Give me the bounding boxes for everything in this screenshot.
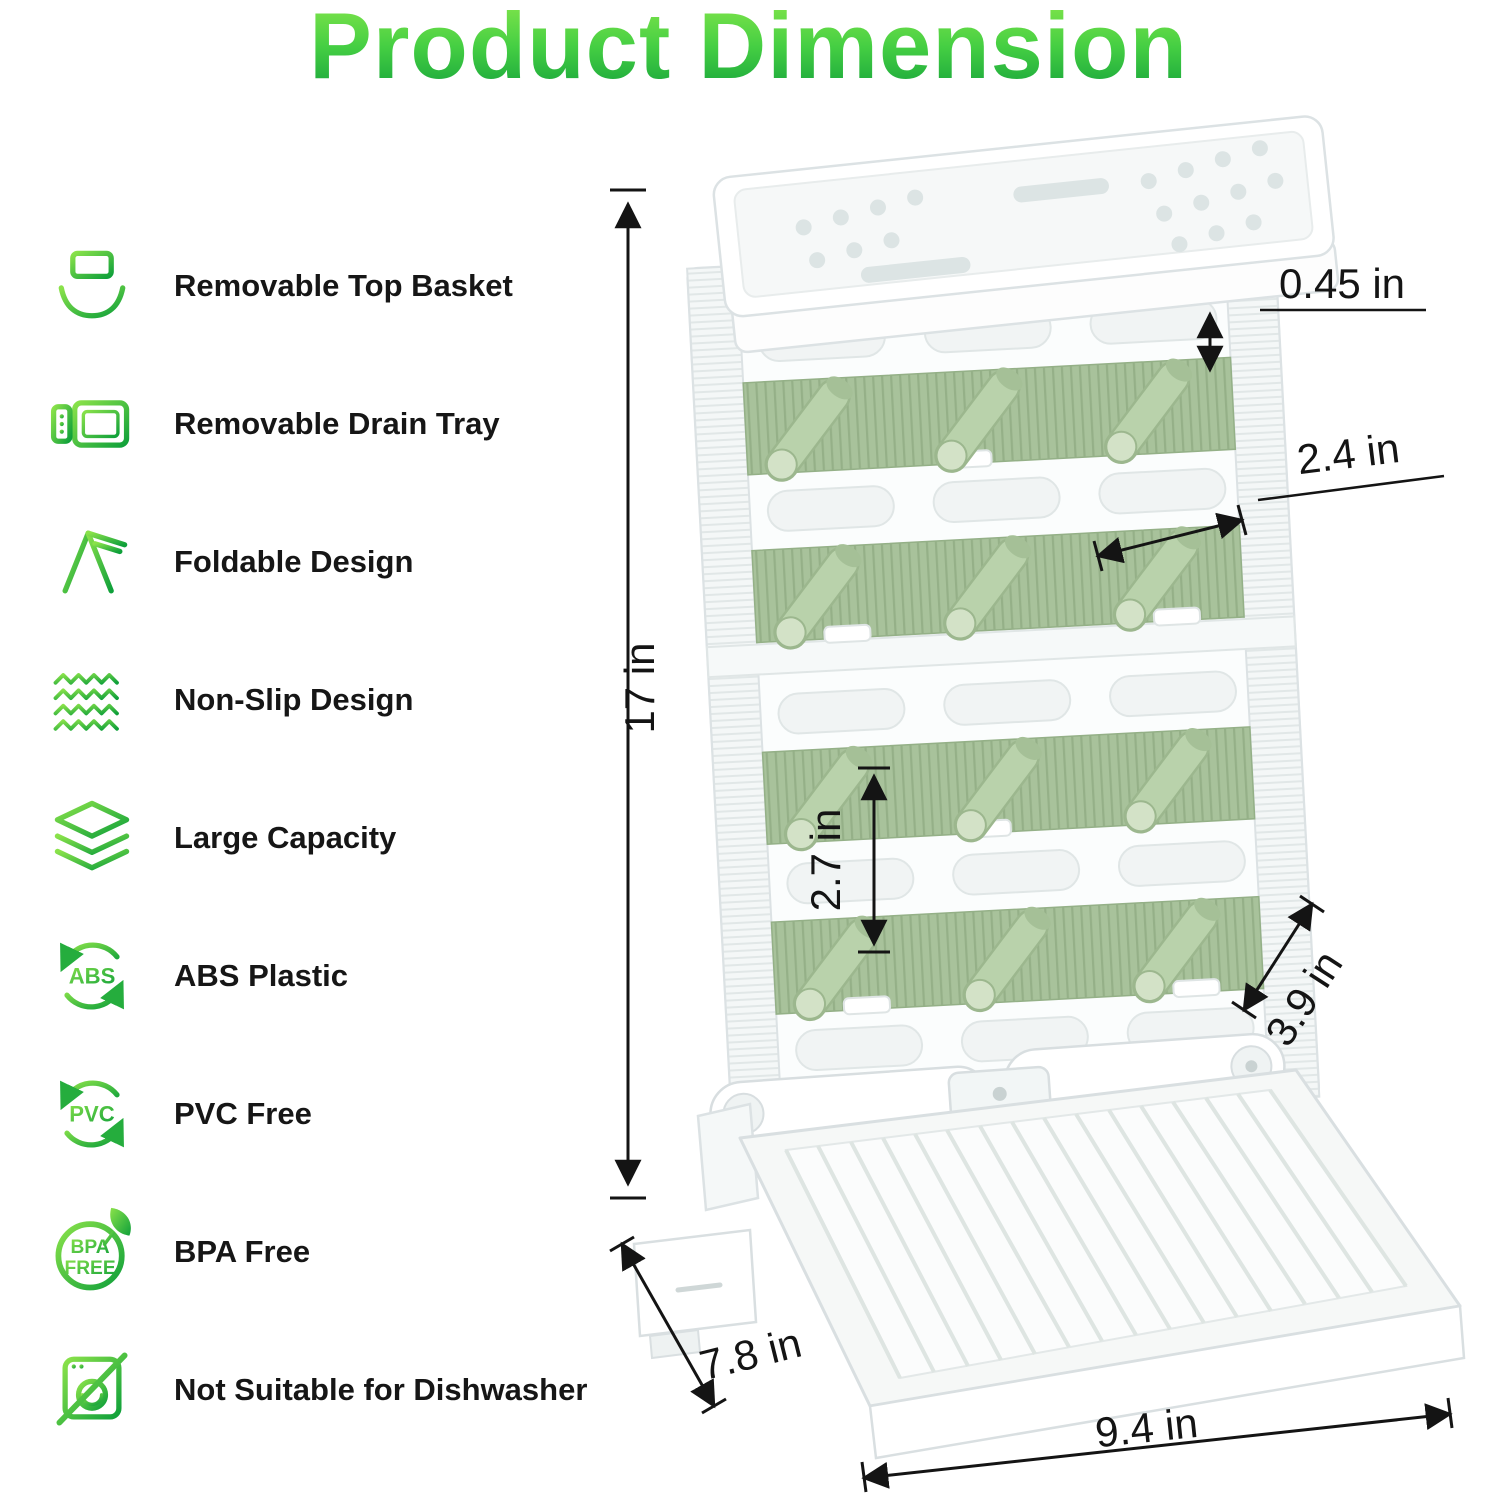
feature-label: Large Capacity [174, 820, 397, 855]
drying-tower [686, 236, 1321, 1129]
abs-text: ABS [69, 964, 116, 989]
dimension-width-label: 9.4 in [1093, 1399, 1200, 1456]
feature-label: Removable Drain Tray [174, 406, 500, 441]
abs-recycle-icon: ABS [60, 942, 124, 1010]
feature-label: Removable Top Basket [174, 268, 513, 303]
page-title: Product Dimension [0, 0, 1497, 100]
feature-label: Non-Slip Design [174, 682, 414, 717]
dimension-peg-diameter: 0.45 in [1196, 260, 1426, 373]
feature-item-no-dishwasher: Not Suitable for Dishwasher [44, 1340, 587, 1440]
drain-tray-icon [50, 400, 130, 448]
bpa-text-line1: BPA [71, 1237, 110, 1258]
dimension-height: 17 in [610, 188, 663, 1200]
feature-item-bpa: BPA FREE BPA Free [44, 1202, 587, 1302]
drain-tray-base [632, 1068, 1466, 1460]
non-slip-icon [53, 673, 119, 731]
foldable-icon [62, 530, 128, 594]
bpa-free-icon: BPA FREE [55, 1207, 131, 1291]
feature-item-drain-tray: Removable Drain Tray [44, 374, 587, 474]
dimension-depth-label: 7.8 in [695, 1319, 806, 1389]
drain-ribs [784, 1088, 1408, 1379]
fold-joint [705, 615, 1297, 679]
feature-item-non-slip: Non-Slip Design [44, 650, 587, 750]
top-basket [712, 115, 1340, 354]
dimension-height-label: 17 in [616, 642, 663, 733]
feature-label: Foldable Design [174, 544, 414, 579]
feature-item-pvc: PVC PVC Free [44, 1064, 587, 1164]
feature-item-foldable: Foldable Design [44, 512, 587, 612]
feature-item-large-capacity: Large Capacity [44, 788, 587, 888]
dimension-peg-diameter-label: 0.45 in [1279, 260, 1405, 307]
feature-item-abs: ABS ABS Plastic [44, 926, 587, 1026]
feature-label: BPA Free [174, 1234, 311, 1269]
pvc-text: PVC [69, 1102, 114, 1127]
product-illustration: 17 in 9.4 in 7.8 in 0.45 in [609, 115, 1466, 1493]
feature-item-top-basket: Removable Top Basket [44, 236, 587, 336]
dimension-peg-spacing-label: 2.4 in [1294, 424, 1402, 483]
basket-holes [795, 140, 1284, 283]
features-list: Removable Top Basket Removable Drain Tra… [44, 236, 587, 1440]
storage-drawer [632, 1228, 758, 1338]
no-dishwasher-icon [56, 1352, 128, 1426]
dimension-width: 9.4 in [860, 1397, 1454, 1493]
left-support [696, 1102, 760, 1212]
feature-label: ABS Plastic [174, 958, 349, 993]
pvc-recycle-icon: PVC [60, 1080, 124, 1148]
layers-icon [54, 800, 130, 871]
feature-label: PVC Free [174, 1096, 312, 1131]
leaf-icon [110, 1207, 131, 1236]
top-basket-icon [52, 250, 132, 319]
dimension-row-spacing: 2.7 in [802, 766, 890, 954]
feature-label: Not Suitable for Dishwasher [174, 1372, 588, 1407]
dimension-row-spacing-label: 2.7 in [802, 809, 849, 912]
bpa-text-line2: FREE [64, 1258, 115, 1279]
